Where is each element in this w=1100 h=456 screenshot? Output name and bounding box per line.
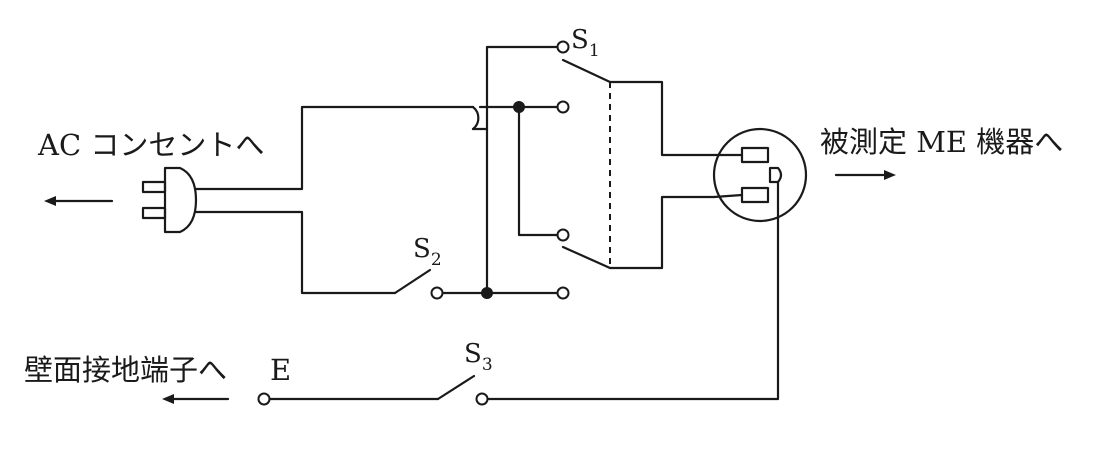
- plug-cord-upper: [194, 105, 475, 191]
- switch-s1-terminal-lower: [556, 228, 570, 242]
- wire-s1-to-outlet-lower: [608, 195, 716, 270]
- plug-cord-lower: [194, 210, 397, 295]
- wall-ground-label: 壁面接地端子へ: [24, 353, 227, 387]
- arrow-left-ground-icon: [162, 394, 230, 404]
- switch-s2-subscript: 2: [431, 250, 442, 270]
- switch-s2-letter: S: [413, 234, 431, 264]
- switch-s3-letter: S: [464, 339, 482, 369]
- earth-label: E: [270, 353, 291, 387]
- switch-s3-label: S3: [464, 339, 493, 375]
- wire-s1-to-outlet-upper: [608, 80, 716, 157]
- switch-s1-terminal-bottom: [556, 286, 570, 300]
- switch-s3-blade: [436, 374, 476, 401]
- switch-s1-blade-upper: [561, 58, 612, 84]
- junction-bottom: [481, 287, 493, 299]
- earth-terminal: [257, 392, 271, 406]
- wire-crossover-hop: [471, 105, 480, 131]
- outlet-receptacle-icon: [712, 127, 808, 223]
- wire-junction-to-s1-lower: [517, 105, 561, 237]
- ac-outlet-label: AC コンセントへ: [37, 128, 264, 162]
- switch-s1-letter: S: [571, 25, 589, 55]
- ac-plug-icon: [141, 166, 198, 234]
- device-under-test-label: 被測定 ME 機器へ: [820, 125, 1063, 159]
- wire-to-s1-upper: [471, 45, 561, 131]
- switch-s2-terminal: [430, 286, 444, 300]
- switch-s3-subscript: 3: [482, 355, 493, 375]
- switch-s1-blade-lower: [561, 245, 612, 270]
- switch-s3-terminal-right: [475, 392, 489, 406]
- junction-mid: [513, 101, 525, 113]
- arrow-left-icon: [44, 196, 114, 206]
- switch-s1-subscript: 1: [589, 41, 600, 61]
- wire-ground-return: [486, 180, 780, 401]
- arrow-right-icon: [834, 170, 896, 180]
- switch-s1-label: S1: [571, 25, 600, 61]
- switch-s2-label: S2: [413, 234, 442, 270]
- switch-s1-terminal-top: [556, 40, 570, 54]
- switch-s2-blade: [393, 268, 432, 295]
- switch-s1-terminal-mid: [556, 100, 570, 114]
